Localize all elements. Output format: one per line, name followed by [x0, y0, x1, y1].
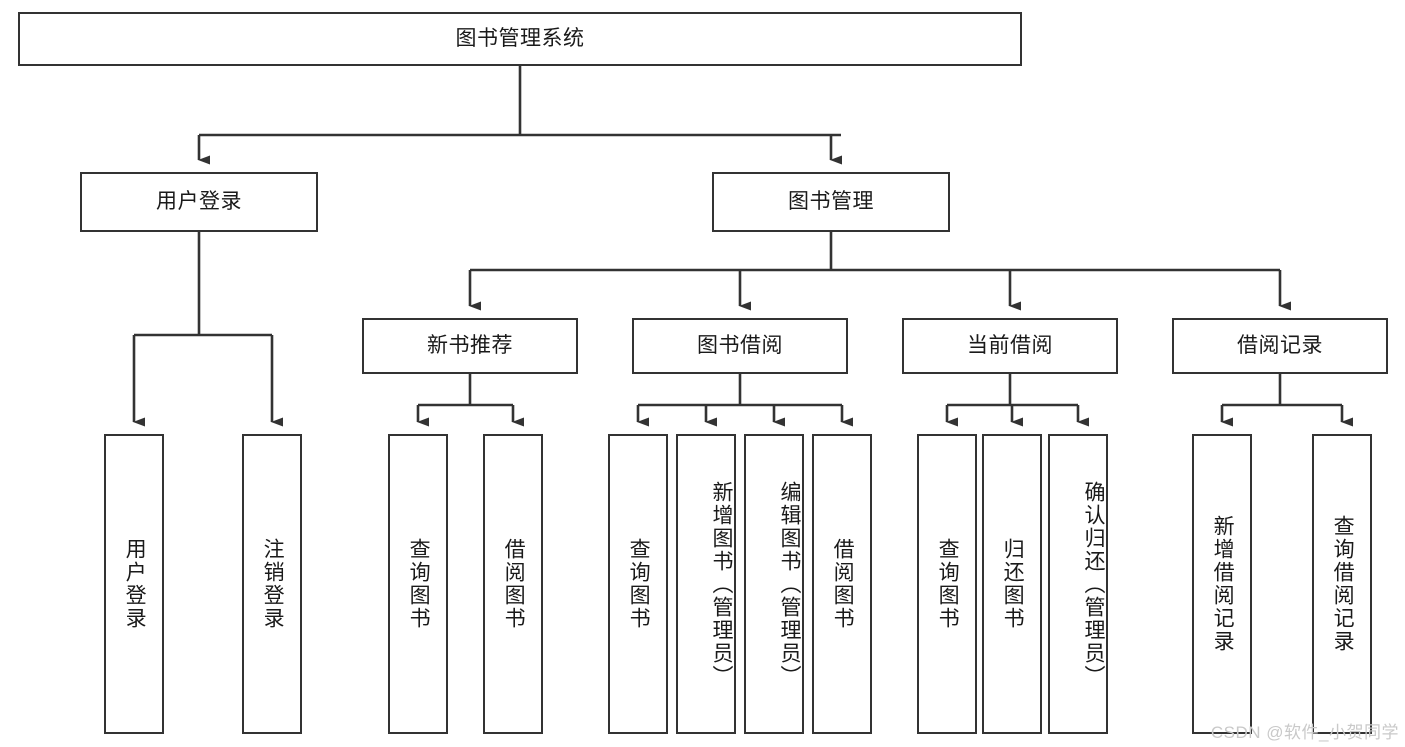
node-book-management-label: 图书管理	[788, 190, 874, 214]
node-book-borrow[interactable]: 图书借阅	[632, 318, 848, 374]
node-book-borrow-label: 图书借阅	[697, 334, 783, 358]
leaf-query-borrow-record-label: 查询借阅记录	[1331, 515, 1355, 653]
node-root[interactable]: 图书管理系统	[18, 12, 1022, 66]
leaf-borrow-book-newbook[interactable]: 借阅图书	[483, 434, 543, 734]
watermark: CSDN @软件_小贺同学	[1210, 723, 1399, 742]
leaf-query-book-newbook[interactable]: 查询图书	[388, 434, 448, 734]
node-current-borrow-label: 当前借阅	[967, 334, 1053, 358]
leaf-add-book-admin[interactable]: 新增图书（管理员）	[676, 434, 736, 734]
leaf-confirm-return-admin-label: 确认归还（管理员）	[1082, 480, 1105, 688]
leaf-query-book-current-label: 查询图书	[936, 538, 960, 630]
leaf-query-book-newbook-label: 查询图书	[407, 538, 431, 630]
node-book-management[interactable]: 图书管理	[712, 172, 950, 232]
leaf-borrow-book-label: 借阅图书	[831, 538, 855, 630]
node-user-login[interactable]: 用户登录	[80, 172, 318, 232]
node-new-book-recommend[interactable]: 新书推荐	[362, 318, 578, 374]
leaf-edit-book-admin-label: 编辑图书（管理员）	[778, 480, 801, 688]
leaf-edit-book-admin[interactable]: 编辑图书（管理员）	[744, 434, 804, 734]
leaf-add-book-admin-label: 新增图书（管理员）	[710, 480, 733, 688]
node-root-label: 图书管理系统	[455, 27, 585, 51]
leaf-query-borrow-record[interactable]: 查询借阅记录	[1312, 434, 1372, 734]
node-user-login-label: 用户登录	[156, 190, 242, 214]
node-borrow-record[interactable]: 借阅记录	[1172, 318, 1388, 374]
leaf-add-borrow-record-label: 新增借阅记录	[1211, 515, 1235, 653]
leaf-confirm-return-admin[interactable]: 确认归还（管理员）	[1048, 434, 1108, 734]
leaf-add-borrow-record[interactable]: 新增借阅记录	[1192, 434, 1252, 734]
leaf-query-book-borrow[interactable]: 查询图书	[608, 434, 668, 734]
node-current-borrow[interactable]: 当前借阅	[902, 318, 1118, 374]
leaf-logout[interactable]: 注销登录	[242, 434, 302, 734]
leaf-user-login-label: 用户登录	[123, 538, 147, 630]
leaf-query-book-current[interactable]: 查询图书	[917, 434, 977, 734]
leaf-return-book[interactable]: 归还图书	[982, 434, 1042, 734]
leaf-return-book-label: 归还图书	[1001, 538, 1025, 630]
leaf-query-book-borrow-label: 查询图书	[627, 538, 651, 630]
leaf-borrow-book-newbook-label: 借阅图书	[502, 538, 526, 630]
leaf-logout-label: 注销登录	[261, 538, 285, 630]
node-borrow-record-label: 借阅记录	[1237, 334, 1323, 358]
leaf-borrow-book[interactable]: 借阅图书	[812, 434, 872, 734]
node-new-book-recommend-label: 新书推荐	[427, 334, 513, 358]
leaf-user-login[interactable]: 用户登录	[104, 434, 164, 734]
